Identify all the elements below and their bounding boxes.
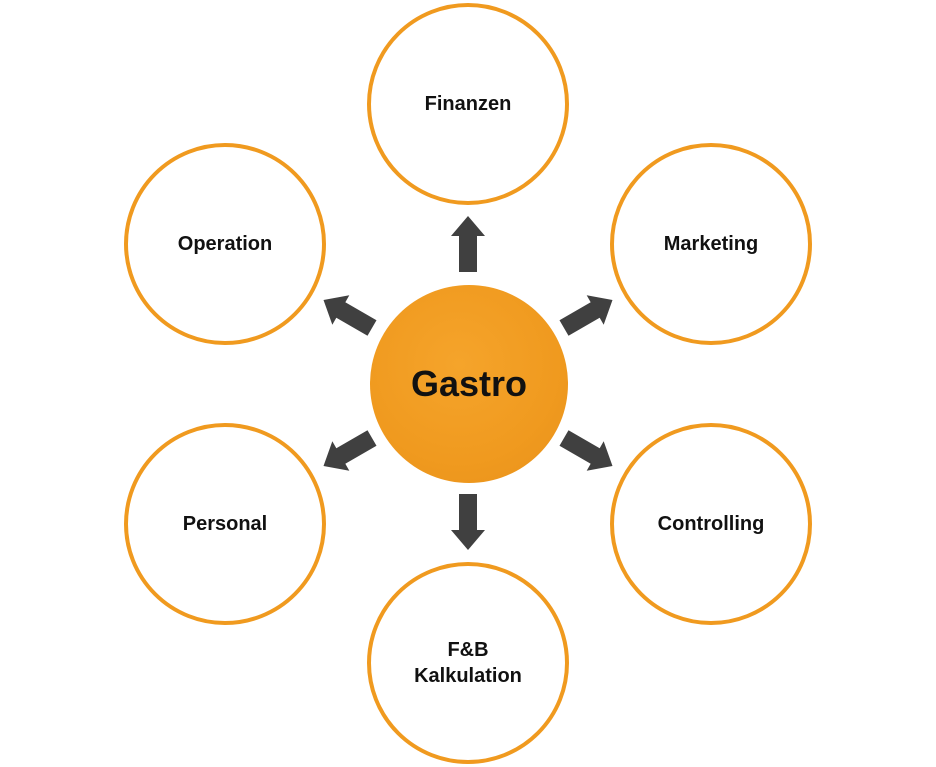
node-controlling: Controlling bbox=[610, 423, 812, 625]
node-operation: Operation bbox=[124, 143, 326, 345]
node-personal-label: Personal bbox=[182, 513, 268, 535]
hub-label: Gastro bbox=[410, 363, 528, 404]
node-finanzen: Finanzen bbox=[367, 3, 569, 205]
arrow-down bbox=[451, 494, 485, 550]
arrow-upper-right bbox=[555, 285, 621, 343]
node-fb-kalkulation: F&B Kalkulation bbox=[367, 562, 569, 764]
node-operation-label: Operation bbox=[177, 233, 273, 255]
node-personal: Personal bbox=[124, 423, 326, 625]
node-marketing-label: Marketing bbox=[663, 233, 759, 255]
node-marketing: Marketing bbox=[610, 143, 812, 345]
arrow-lower-right bbox=[555, 423, 621, 481]
node-finanzen-label: Finanzen bbox=[424, 93, 512, 115]
node-fb-kalkulation-label: F&B Kalkulation bbox=[414, 639, 522, 687]
hub-gastro: Gastro bbox=[370, 285, 568, 483]
arrow-lower-left bbox=[315, 423, 381, 481]
arrow-upper-left bbox=[315, 285, 381, 343]
arrow-up bbox=[451, 216, 485, 272]
node-controlling-label: Controlling bbox=[657, 513, 765, 535]
